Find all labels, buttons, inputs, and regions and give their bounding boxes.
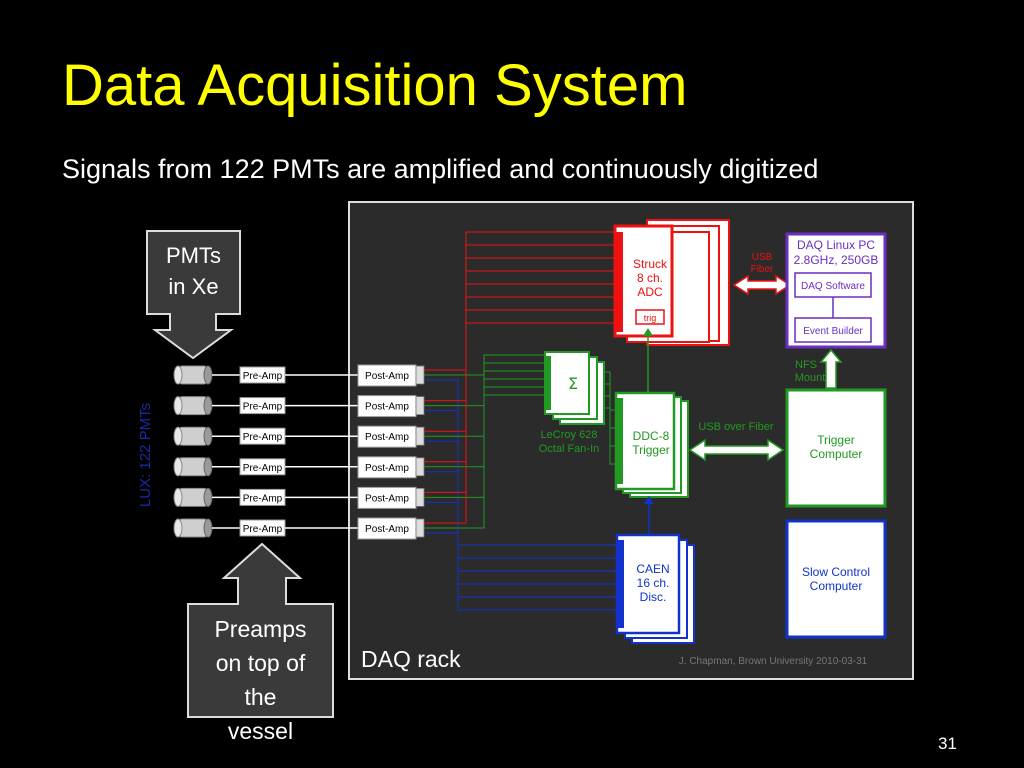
pmt-cylinder-end — [173, 396, 183, 416]
pmt-cylinder-end — [173, 518, 183, 538]
ddc8-label-2: Trigger — [632, 443, 670, 457]
struck-label-2: 8 ch. — [637, 271, 663, 285]
pmt-cylinder-face — [203, 487, 213, 507]
postamp-label: Post-Amp — [365, 493, 409, 504]
preamps-callout-line-3: the — [244, 684, 277, 710]
postamp-label: Post-Amp — [365, 371, 409, 382]
trigger-computer-label-1: Trigger — [817, 433, 855, 447]
preamps-callout-box — [187, 542, 334, 718]
preamp-label: Pre-Amp — [243, 524, 283, 535]
postamp-connector — [415, 426, 425, 446]
caen-label-3: Disc. — [640, 590, 667, 604]
daq-rack-label: DAQ rack — [361, 646, 461, 672]
usb-fiber-label-2: Fiber — [751, 264, 774, 275]
pmts-callout-line-2: in Xe — [168, 274, 219, 299]
postamp-label: Post-Amp — [365, 463, 409, 474]
preamp-label: Pre-Amp — [243, 371, 283, 382]
usb-fiber-label-1: USB — [752, 252, 773, 263]
nfs-label-2: Mount — [795, 372, 826, 384]
preamp-label: Pre-Amp — [243, 493, 283, 504]
postamp-label: Post-Amp — [365, 402, 409, 413]
pmt-cylinder-end — [173, 487, 183, 507]
postamp-connector — [415, 396, 425, 416]
postamp-connector — [415, 487, 425, 507]
lecroy-fan-in — [544, 351, 605, 425]
page-number: 31 — [938, 734, 957, 753]
pmts-callout-text: PMTs in Xe — [147, 240, 240, 302]
preamp-label: Pre-Amp — [243, 463, 283, 474]
slide-subtitle: Signals from 122 PMTs are amplified and … — [62, 154, 819, 184]
fanin-signal-line — [424, 394, 545, 529]
postamp-label: Post-Amp — [365, 432, 409, 443]
event-builder-label: Event Builder — [803, 326, 863, 337]
pmt-cylinder-face — [203, 518, 213, 538]
preamp-label: Pre-Amp — [243, 402, 283, 413]
postamp-connector — [415, 518, 425, 538]
credit-label: J. Chapman, Brown University 2010-03-31 — [679, 656, 868, 667]
pmt-cylinder-end — [173, 426, 183, 446]
trigger-computer-box — [785, 388, 887, 508]
event-builder-box — [794, 317, 872, 343]
preamp-label: Pre-Amp — [243, 432, 283, 443]
pmt-cylinder-end — [173, 365, 183, 385]
caen-label-1: CAEN — [636, 562, 669, 576]
daq-pc-label-1: DAQ Linux PC — [797, 238, 875, 252]
nfs-label-1: NFS — [795, 359, 817, 371]
pmt-cylinder-end — [173, 457, 183, 477]
pmt-cylinder-face — [203, 457, 213, 477]
postamp-connector — [415, 457, 425, 477]
pmts-callout-line-1: PMTs — [166, 243, 221, 268]
struck-label-3: ADC — [637, 285, 663, 299]
pmt-cylinder-face — [203, 396, 213, 416]
sum-symbol: Σ — [568, 374, 578, 393]
preamps-callout-line-2: on top of — [215, 650, 306, 676]
caen-label-2: 16 ch. — [637, 576, 670, 590]
nfs-arrow — [819, 348, 843, 389]
pmt-cylinder-face — [203, 365, 213, 385]
postamp-connector — [415, 365, 425, 385]
slow-control-box — [785, 519, 887, 639]
caen-signal-line — [424, 532, 617, 611]
daq-software-label: DAQ Software — [801, 281, 865, 292]
preamps-callout-text: Preamps on top of the vessel — [188, 612, 333, 748]
pmt-cylinder-face — [203, 426, 213, 446]
usb-over-fiber-label: USB over Fiber — [698, 421, 774, 433]
preamps-callout-line-1: Preamps — [214, 616, 307, 642]
ddc8-to-trigger-arrow — [688, 438, 785, 462]
struck-label-1: Struck — [633, 257, 668, 271]
ddc8-label-1: DDC-8 — [633, 429, 670, 443]
trigger-computer-label-2: Computer — [810, 447, 863, 461]
preamps-callout-line-4: vessel — [227, 718, 294, 744]
slide-title: Data Acquisition System — [62, 53, 688, 118]
fanin-to-ddc8-line — [604, 407, 616, 465]
trig-arrowhead — [643, 328, 653, 336]
daq-software-box — [794, 272, 872, 298]
struck-adc — [613, 219, 730, 346]
adc-signal-line — [424, 296, 615, 524]
caen-discriminator — [615, 533, 695, 644]
lecroy-label-2: Octal Fan-In — [539, 443, 600, 455]
slow-control-label-2: Computer — [810, 579, 863, 593]
struck-trig-label: trig — [644, 313, 657, 323]
lecroy-label-1: LeCroy 628 — [541, 429, 598, 441]
pmts-callout-box — [146, 230, 241, 360]
daq-pc-label-2: 2.8GHz, 250GB — [794, 253, 879, 267]
slow-control-label-1: Slow Control — [802, 565, 870, 579]
ddc8-trigger — [614, 391, 689, 498]
caen-arrowhead — [644, 496, 654, 504]
postamp-label: Post-Amp — [365, 524, 409, 535]
lux-side-label: LUX: 122 PMTs — [137, 403, 154, 507]
